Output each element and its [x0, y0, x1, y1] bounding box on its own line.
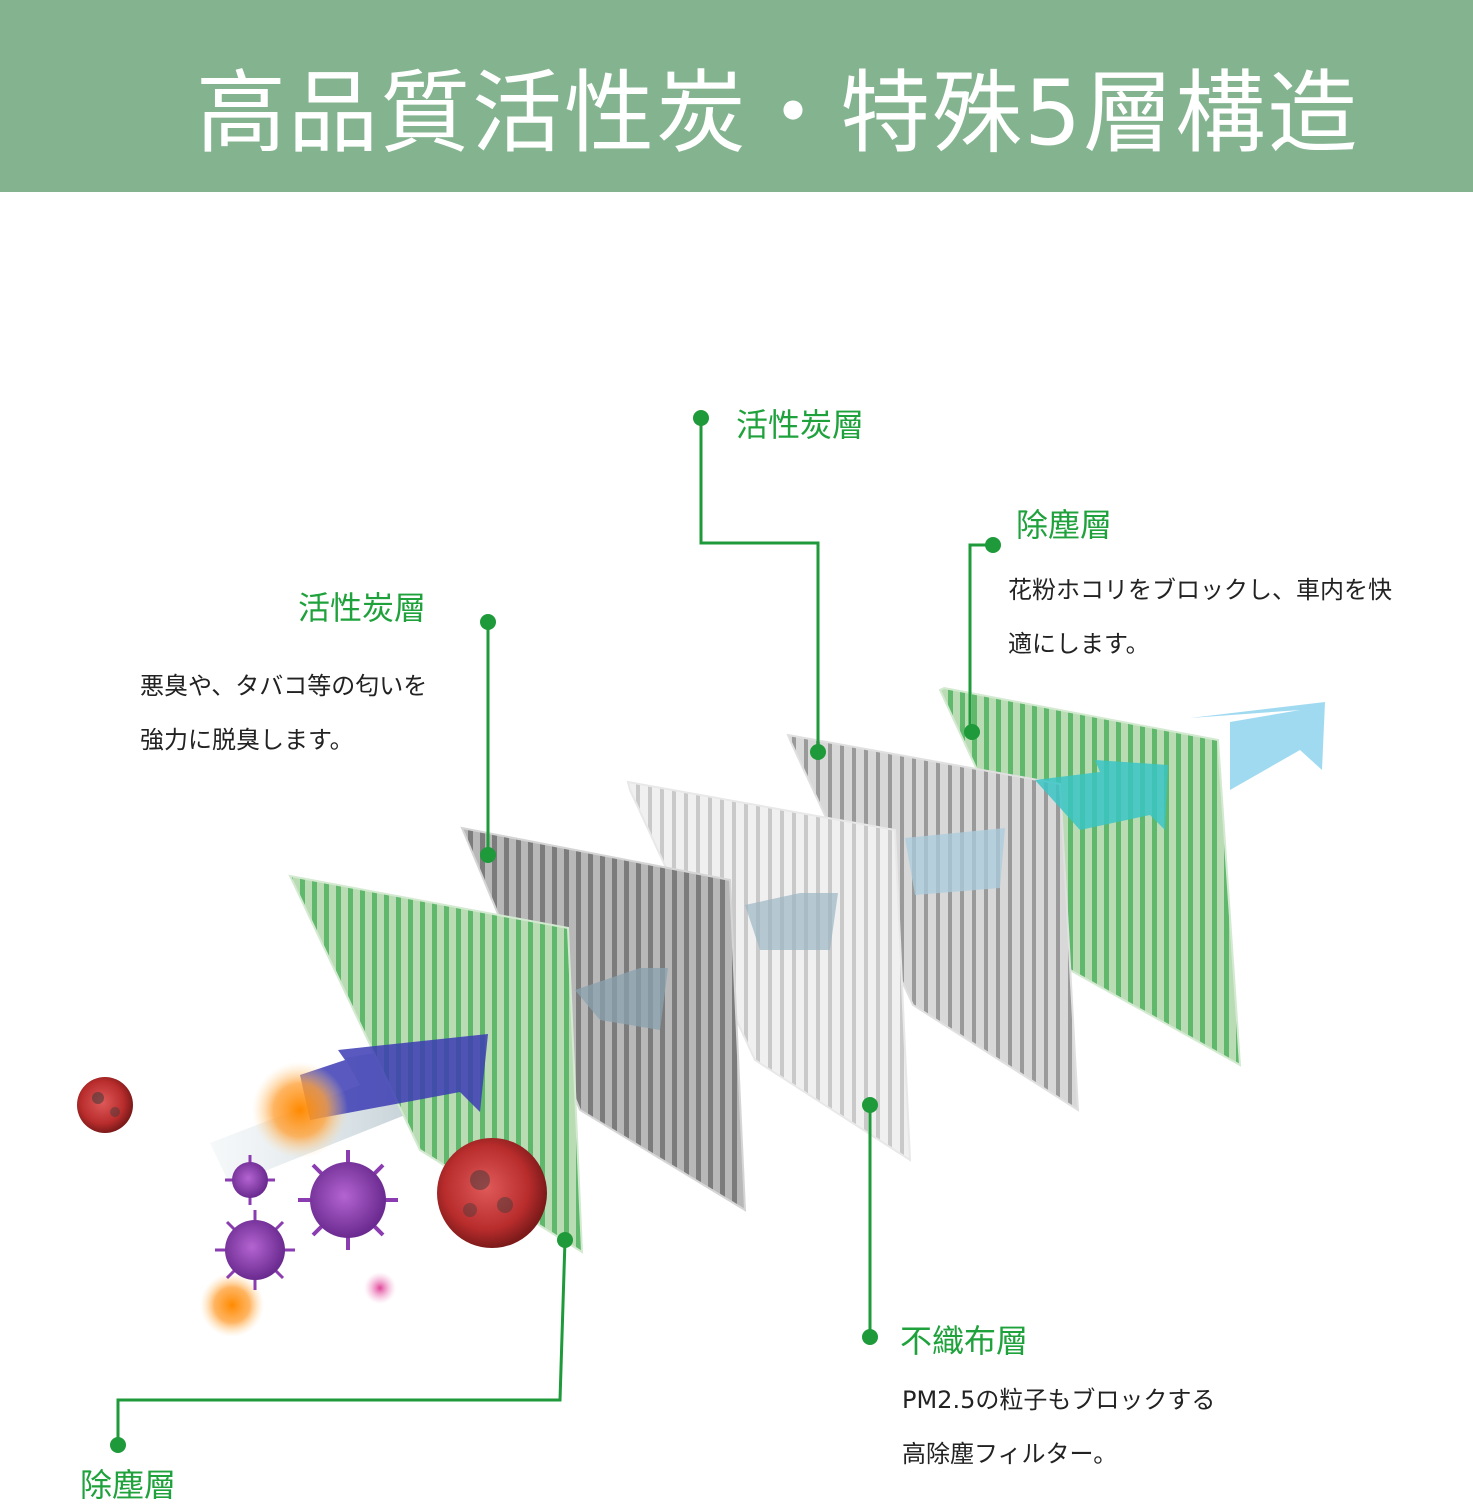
layer-description-nonwoven: PM2.5の粒子もブロックする 高除塵フィルター。 — [902, 1373, 1215, 1481]
layer-description-carbon-1: 悪臭や、タバコ等の匂いを 強力に脱臭します。 — [140, 659, 427, 767]
airflow-arrow-gray-1 — [575, 968, 668, 1030]
airflow-arrow-gray-3 — [905, 828, 1005, 895]
page-title: 高品質活性炭・特殊5層構造 — [196, 61, 1360, 166]
layer-description-dust-back: 花粉ホコリをブロックし、車内を快 適にします。 — [1008, 563, 1392, 671]
orange-particle-large — [252, 1062, 348, 1158]
purple-virus-2 — [215, 1210, 295, 1290]
layer-label-carbon-2: 活性炭層 — [736, 406, 865, 444]
leader-dot-nonwoven-bottom — [862, 1329, 878, 1345]
purple-virus-1 — [298, 1150, 398, 1250]
leader-dot-carbon-1-bottom — [480, 847, 496, 863]
description-line: PM2.5の粒子もブロックする — [902, 1386, 1216, 1414]
airflow-arrow-blue — [300, 1034, 488, 1120]
airflow-arrow-teal — [1035, 760, 1168, 830]
red-virus-large — [437, 1138, 547, 1248]
layer-label-dust-back: 除塵層 — [1016, 506, 1113, 544]
leader-dot-dust-back-top — [985, 537, 1001, 553]
leader-dot-dust-front-bottom — [110, 1437, 126, 1453]
description-line: 適にします。 — [1008, 630, 1150, 658]
airflow-arrow-gray-2 — [745, 893, 838, 950]
description-line: 高除塵フィルター。 — [902, 1440, 1118, 1468]
description-line: 強力に脱臭します。 — [140, 726, 354, 754]
description-line: 悪臭や、タバコ等の匂いを — [140, 672, 428, 700]
leader-dot-carbon-2-top — [693, 410, 709, 426]
airflow-arrow-out — [1190, 702, 1325, 790]
purple-virus-3 — [225, 1155, 275, 1205]
layer-label-dust-front: 除塵層 — [80, 1466, 177, 1504]
layer-label-carbon-1: 活性炭層 — [298, 589, 427, 627]
leader-dot-nonwoven-top — [862, 1097, 878, 1113]
red-virus-small — [77, 1077, 133, 1133]
leader-line-carbon-2 — [699, 418, 820, 752]
leader-dot-carbon-1-top — [480, 614, 496, 630]
layer-label-nonwoven: 不織布層 — [900, 1322, 1029, 1360]
leader-dot-carbon-2-bottom — [810, 744, 826, 760]
leader-dot-dust-front-top — [557, 1232, 573, 1248]
leader-dot-dust-back-bottom — [964, 724, 980, 740]
orange-particle-small — [200, 1273, 264, 1337]
leader-line-dust-front — [116, 1239, 567, 1445]
description-line: 花粉ホコリをブロックし、車内を快 — [1008, 576, 1392, 604]
pink-particle — [364, 1272, 396, 1304]
title-banner: 高品質活性炭・特殊5層構造 — [0, 0, 1473, 192]
